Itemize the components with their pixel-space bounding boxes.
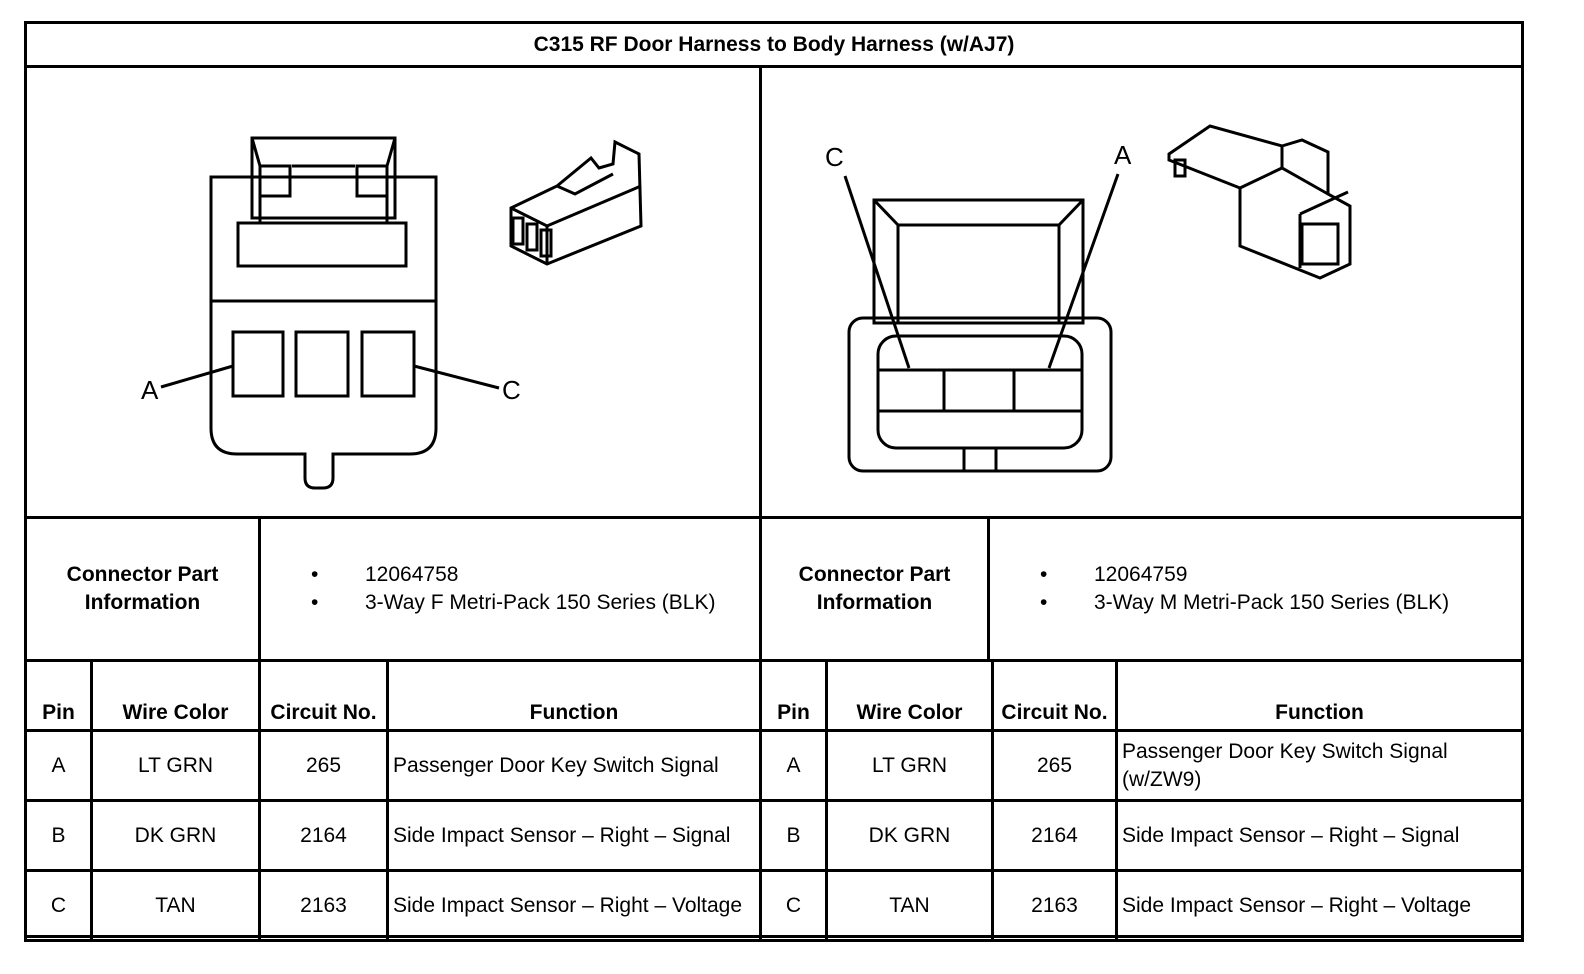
wire-color-header: Wire Color (90, 659, 261, 732)
circuit-header: Circuit No. (991, 659, 1118, 732)
table-row: B DK GRN 2164 Side Impact Sensor – Right… (24, 799, 762, 872)
circuit-cell: 2164 (991, 799, 1118, 872)
left-part-info: Connector Part Information • 12064758 • … (27, 516, 762, 662)
part-number: 12064759 (1094, 563, 1188, 586)
pin-cell: A (24, 729, 93, 802)
list-item: • 12064759 (1040, 561, 1515, 589)
part-description: 3-Way F Metri-Pack 150 Series (BLK) (365, 591, 716, 614)
circuit-cell: 265 (258, 729, 389, 802)
bullet-icon: • (311, 591, 319, 614)
pin-header: Pin (759, 659, 828, 732)
pin-a-label: A (141, 375, 159, 405)
connector-part-info-label: Connector Part Information (762, 519, 990, 659)
wire-color-cell: LT GRN (90, 729, 261, 802)
wire-color-cell: TAN (90, 869, 261, 942)
right-part-info-list: • 12064759 • 3-Way M Metri-Pack 150 Seri… (1040, 519, 1515, 659)
circuit-cell: 2163 (991, 869, 1118, 942)
page-title: C315 RF Door Harness to Body Harness (w/… (27, 24, 1521, 68)
pin-cell: C (24, 869, 93, 942)
function-cell: Side Impact Sensor – Right – Voltage (1115, 869, 1524, 942)
pin-cell: B (24, 799, 93, 872)
circuit-cell: 265 (991, 729, 1118, 802)
connector-part-info-label: Connector Part Information (27, 519, 261, 659)
table-header-row: Pin Wire Color Circuit No. Function (24, 659, 762, 732)
table-header-row: Pin Wire Color Circuit No. Function (759, 659, 1524, 732)
right-pin-table: Pin Wire Color Circuit No. Function A LT… (759, 659, 1524, 942)
circuit-cell: 2164 (258, 799, 389, 872)
wire-color-cell: LT GRN (825, 729, 994, 802)
table-row: B DK GRN 2164 Side Impact Sensor – Right… (759, 799, 1524, 872)
part-number: 12064758 (365, 563, 459, 586)
table-row: A LT GRN 265 Passenger Door Key Switch S… (24, 729, 762, 802)
wire-color-header: Wire Color (825, 659, 994, 732)
bullet-icon: • (311, 563, 319, 586)
function-cell: Passenger Door Key Switch Signal (386, 729, 762, 802)
list-item: • 3-Way F Metri-Pack 150 Series (BLK) (311, 589, 739, 617)
pin-c-label: C (502, 375, 521, 405)
pin-cell: C (759, 869, 828, 942)
wire-color-cell: TAN (825, 869, 994, 942)
function-header: Function (1115, 659, 1524, 732)
pin-a-label: A (1114, 140, 1132, 170)
wire-color-cell: DK GRN (90, 799, 261, 872)
circuit-header: Circuit No. (258, 659, 389, 732)
connector-sheet: C315 RF Door Harness to Body Harness (w/… (24, 21, 1524, 942)
pin-cell: B (759, 799, 828, 872)
pin-cell: A (759, 729, 828, 802)
female-connector-diagram: A C (27, 68, 762, 519)
function-cell: Side Impact Sensor – Right – Signal (1115, 799, 1524, 872)
table-row: C TAN 2163 Side Impact Sensor – Right – … (759, 869, 1524, 942)
circuit-cell: 2163 (258, 869, 389, 942)
list-item: • 12064758 (311, 561, 739, 589)
table-row: A LT GRN 265 Passenger Door Key Switch S… (759, 729, 1524, 802)
part-description: 3-Way M Metri-Pack 150 Series (BLK) (1094, 591, 1450, 614)
table-row: C TAN 2163 Side Impact Sensor – Right – … (24, 869, 762, 942)
male-connector-diagram: C A (762, 68, 1521, 519)
pin-c-label: C (825, 142, 844, 172)
bullet-icon: • (1040, 591, 1048, 614)
function-header: Function (386, 659, 762, 732)
wire-color-cell: DK GRN (825, 799, 994, 872)
function-cell: Passenger Door Key Switch Signal (w/ZW9) (1115, 729, 1524, 802)
right-part-info: Connector Part Information • 12064759 • … (762, 516, 1521, 662)
bullet-icon: • (1040, 563, 1048, 586)
pin-header: Pin (24, 659, 93, 732)
function-cell: Side Impact Sensor – Right – Voltage (386, 869, 762, 942)
list-item: • 3-Way M Metri-Pack 150 Series (BLK) (1040, 589, 1515, 617)
left-part-info-list: • 12064758 • 3-Way F Metri-Pack 150 Seri… (311, 519, 739, 659)
male-connector-drawing: C A (825, 124, 1352, 473)
left-pin-table: Pin Wire Color Circuit No. Function A LT… (24, 659, 762, 942)
function-cell: Side Impact Sensor – Right – Signal (386, 799, 762, 872)
female-connector-drawing: A C (141, 136, 643, 490)
